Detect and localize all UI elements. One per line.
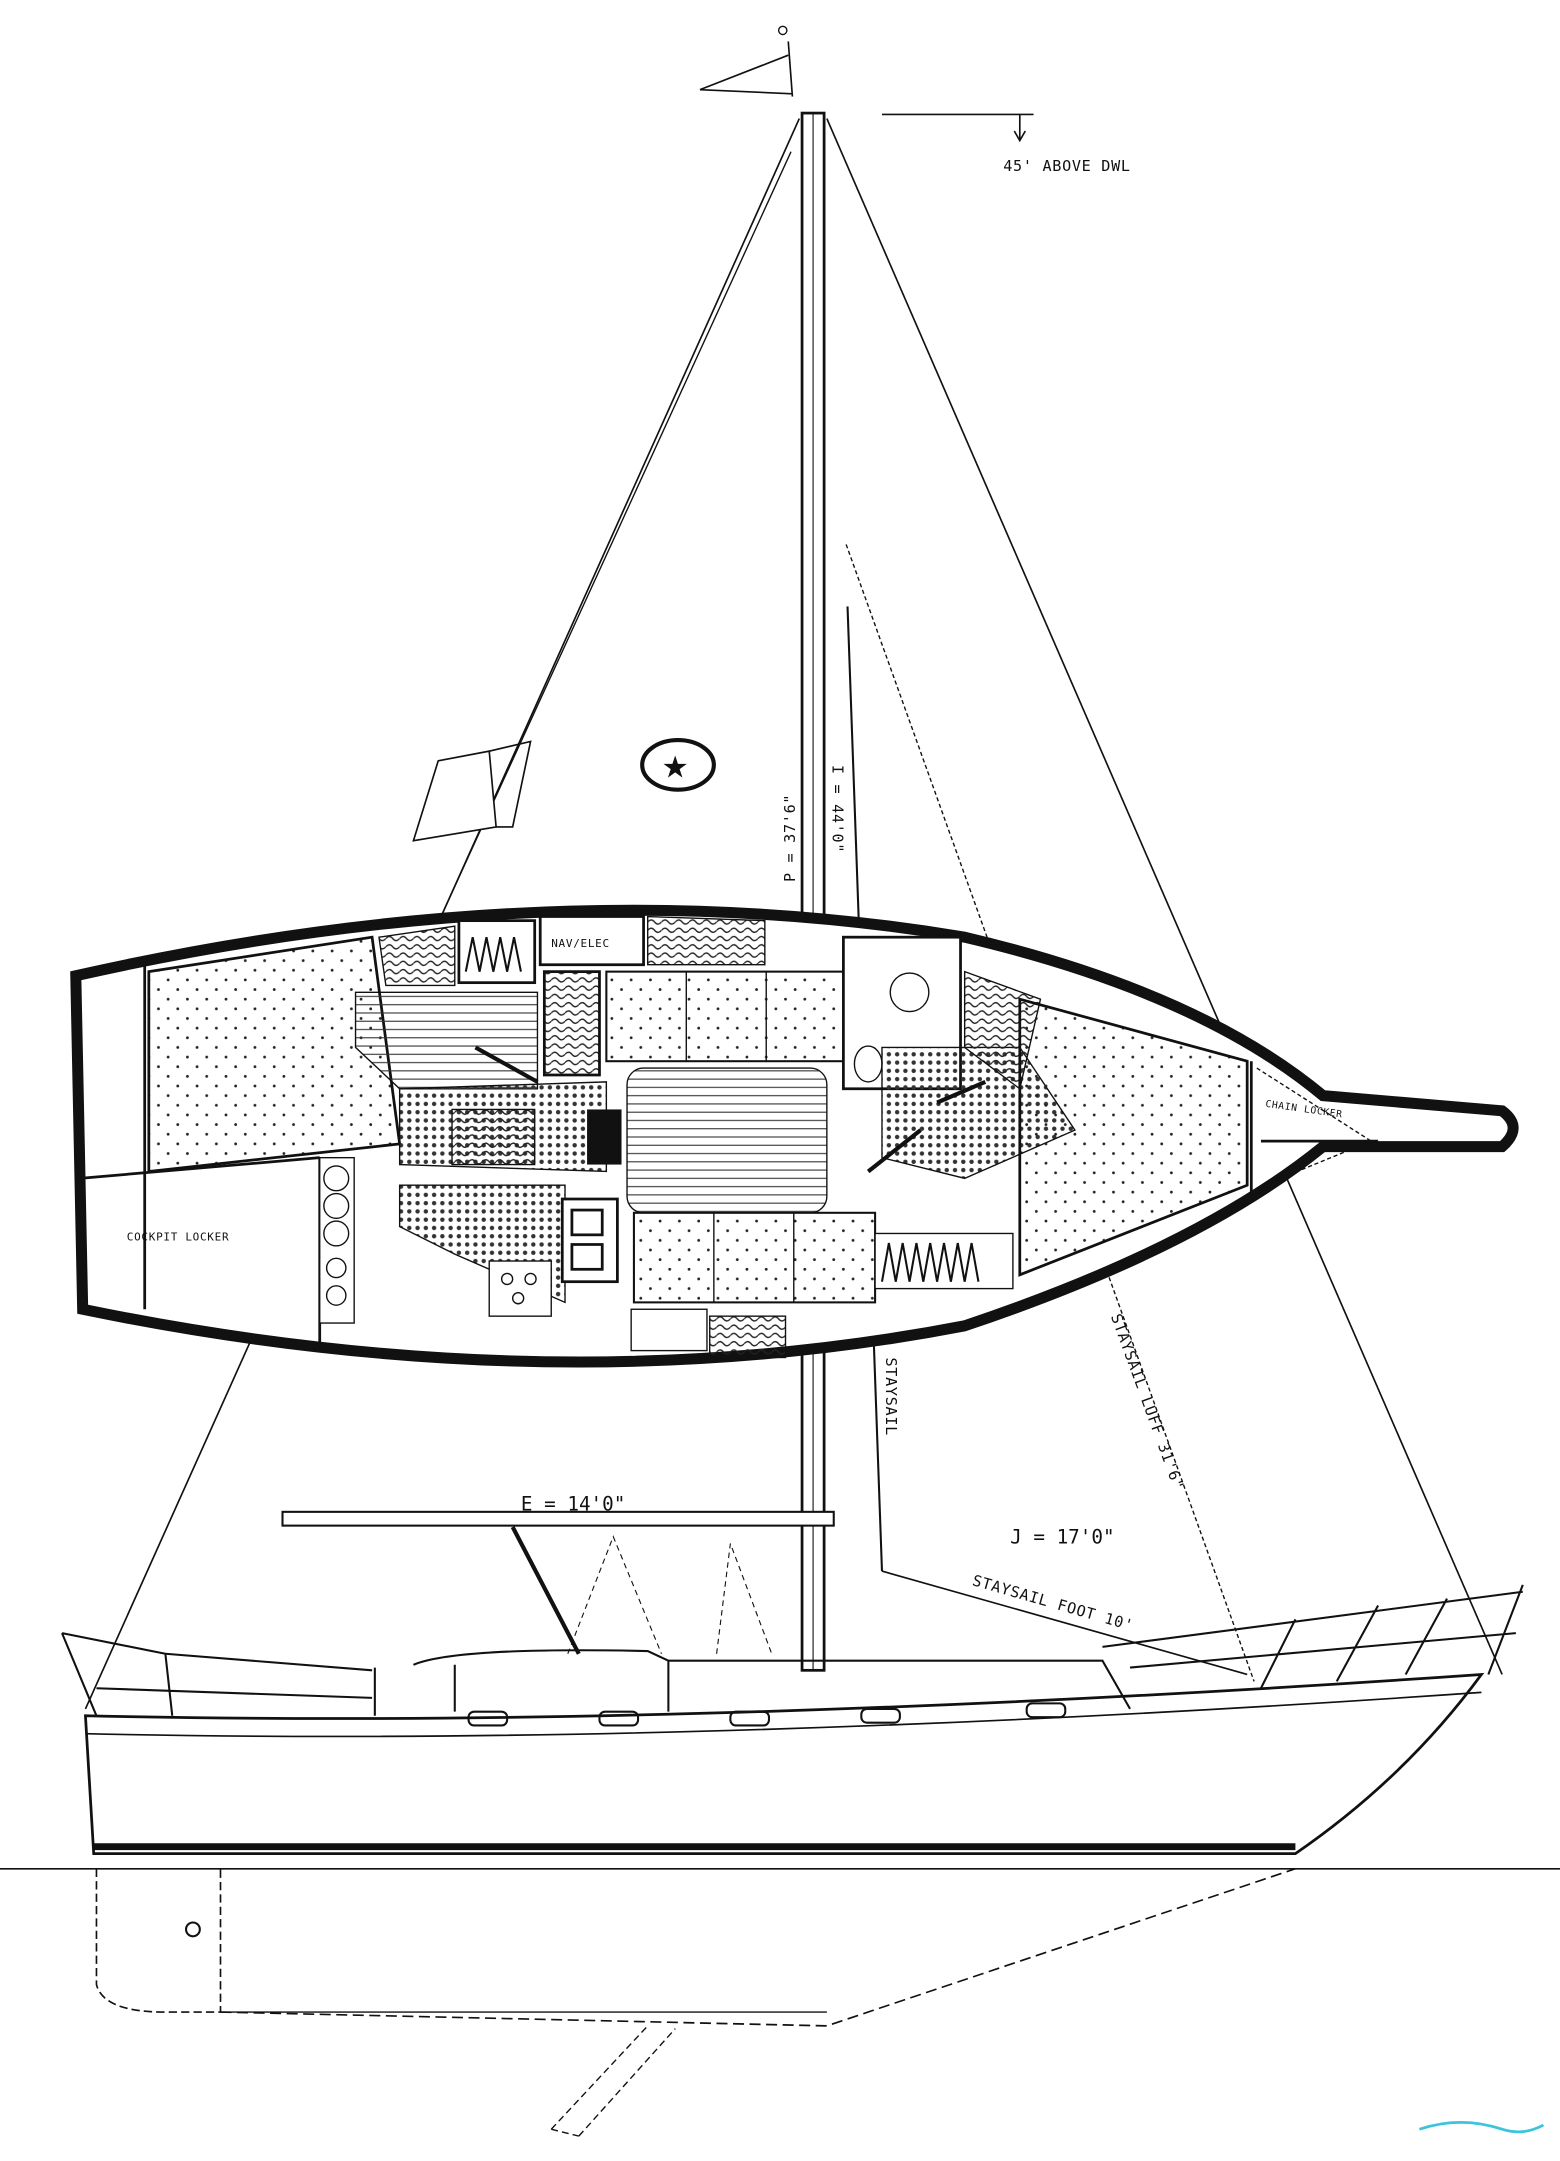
ensign-flag	[412, 750, 498, 842]
portlights	[467, 1702, 1067, 1727]
nav-elec-station	[538, 915, 645, 967]
chain-locker	[1256, 1067, 1373, 1189]
star-emblem	[640, 738, 716, 792]
bow-pulpit	[1102, 1584, 1524, 1689]
rudder	[95, 1868, 222, 2013]
boom	[281, 1510, 835, 1527]
v-berth	[1018, 997, 1249, 1277]
settee-starboard	[632, 1211, 877, 1304]
cabin-trunk	[373, 1649, 1131, 1716]
propeller	[185, 1921, 201, 1938]
label-cockpit-locker: COCKPIT LOCKER	[127, 1230, 230, 1243]
accommodation-plan	[70, 904, 1519, 1368]
staysail-luff	[845, 544, 1255, 1682]
saloon-table	[626, 1067, 828, 1214]
stove	[488, 1260, 552, 1317]
mast-height-note: 45' ABOVE DWL	[1003, 157, 1130, 175]
label-staysail-luff: STAYSAIL LUFF 31'6"	[1107, 1311, 1188, 1492]
keel	[220, 1867, 1296, 2027]
watermark-logo	[1418, 2120, 1545, 2134]
svg-text:★: ★	[661, 750, 688, 784]
label-i: I = 44'0"	[828, 765, 846, 853]
label-nav-elec: NAV/ELEC	[551, 937, 610, 950]
staysail-foot	[881, 1570, 1248, 1676]
centerboard	[550, 2025, 676, 2137]
forestay	[826, 118, 1503, 1675]
hull-profile	[0, 1584, 1560, 2137]
label-p: P = 37'6"	[781, 794, 799, 882]
stern-pulpit	[61, 1632, 373, 1717]
label-j: J = 17'0"	[1010, 1526, 1114, 1549]
hull-side	[83, 1672, 1485, 1855]
masthead-flag	[699, 41, 794, 97]
settee-port	[605, 970, 849, 1063]
label-staysail-stay: STAYSAIL	[882, 1357, 900, 1435]
label-e: E = 14'0"	[521, 1492, 625, 1515]
